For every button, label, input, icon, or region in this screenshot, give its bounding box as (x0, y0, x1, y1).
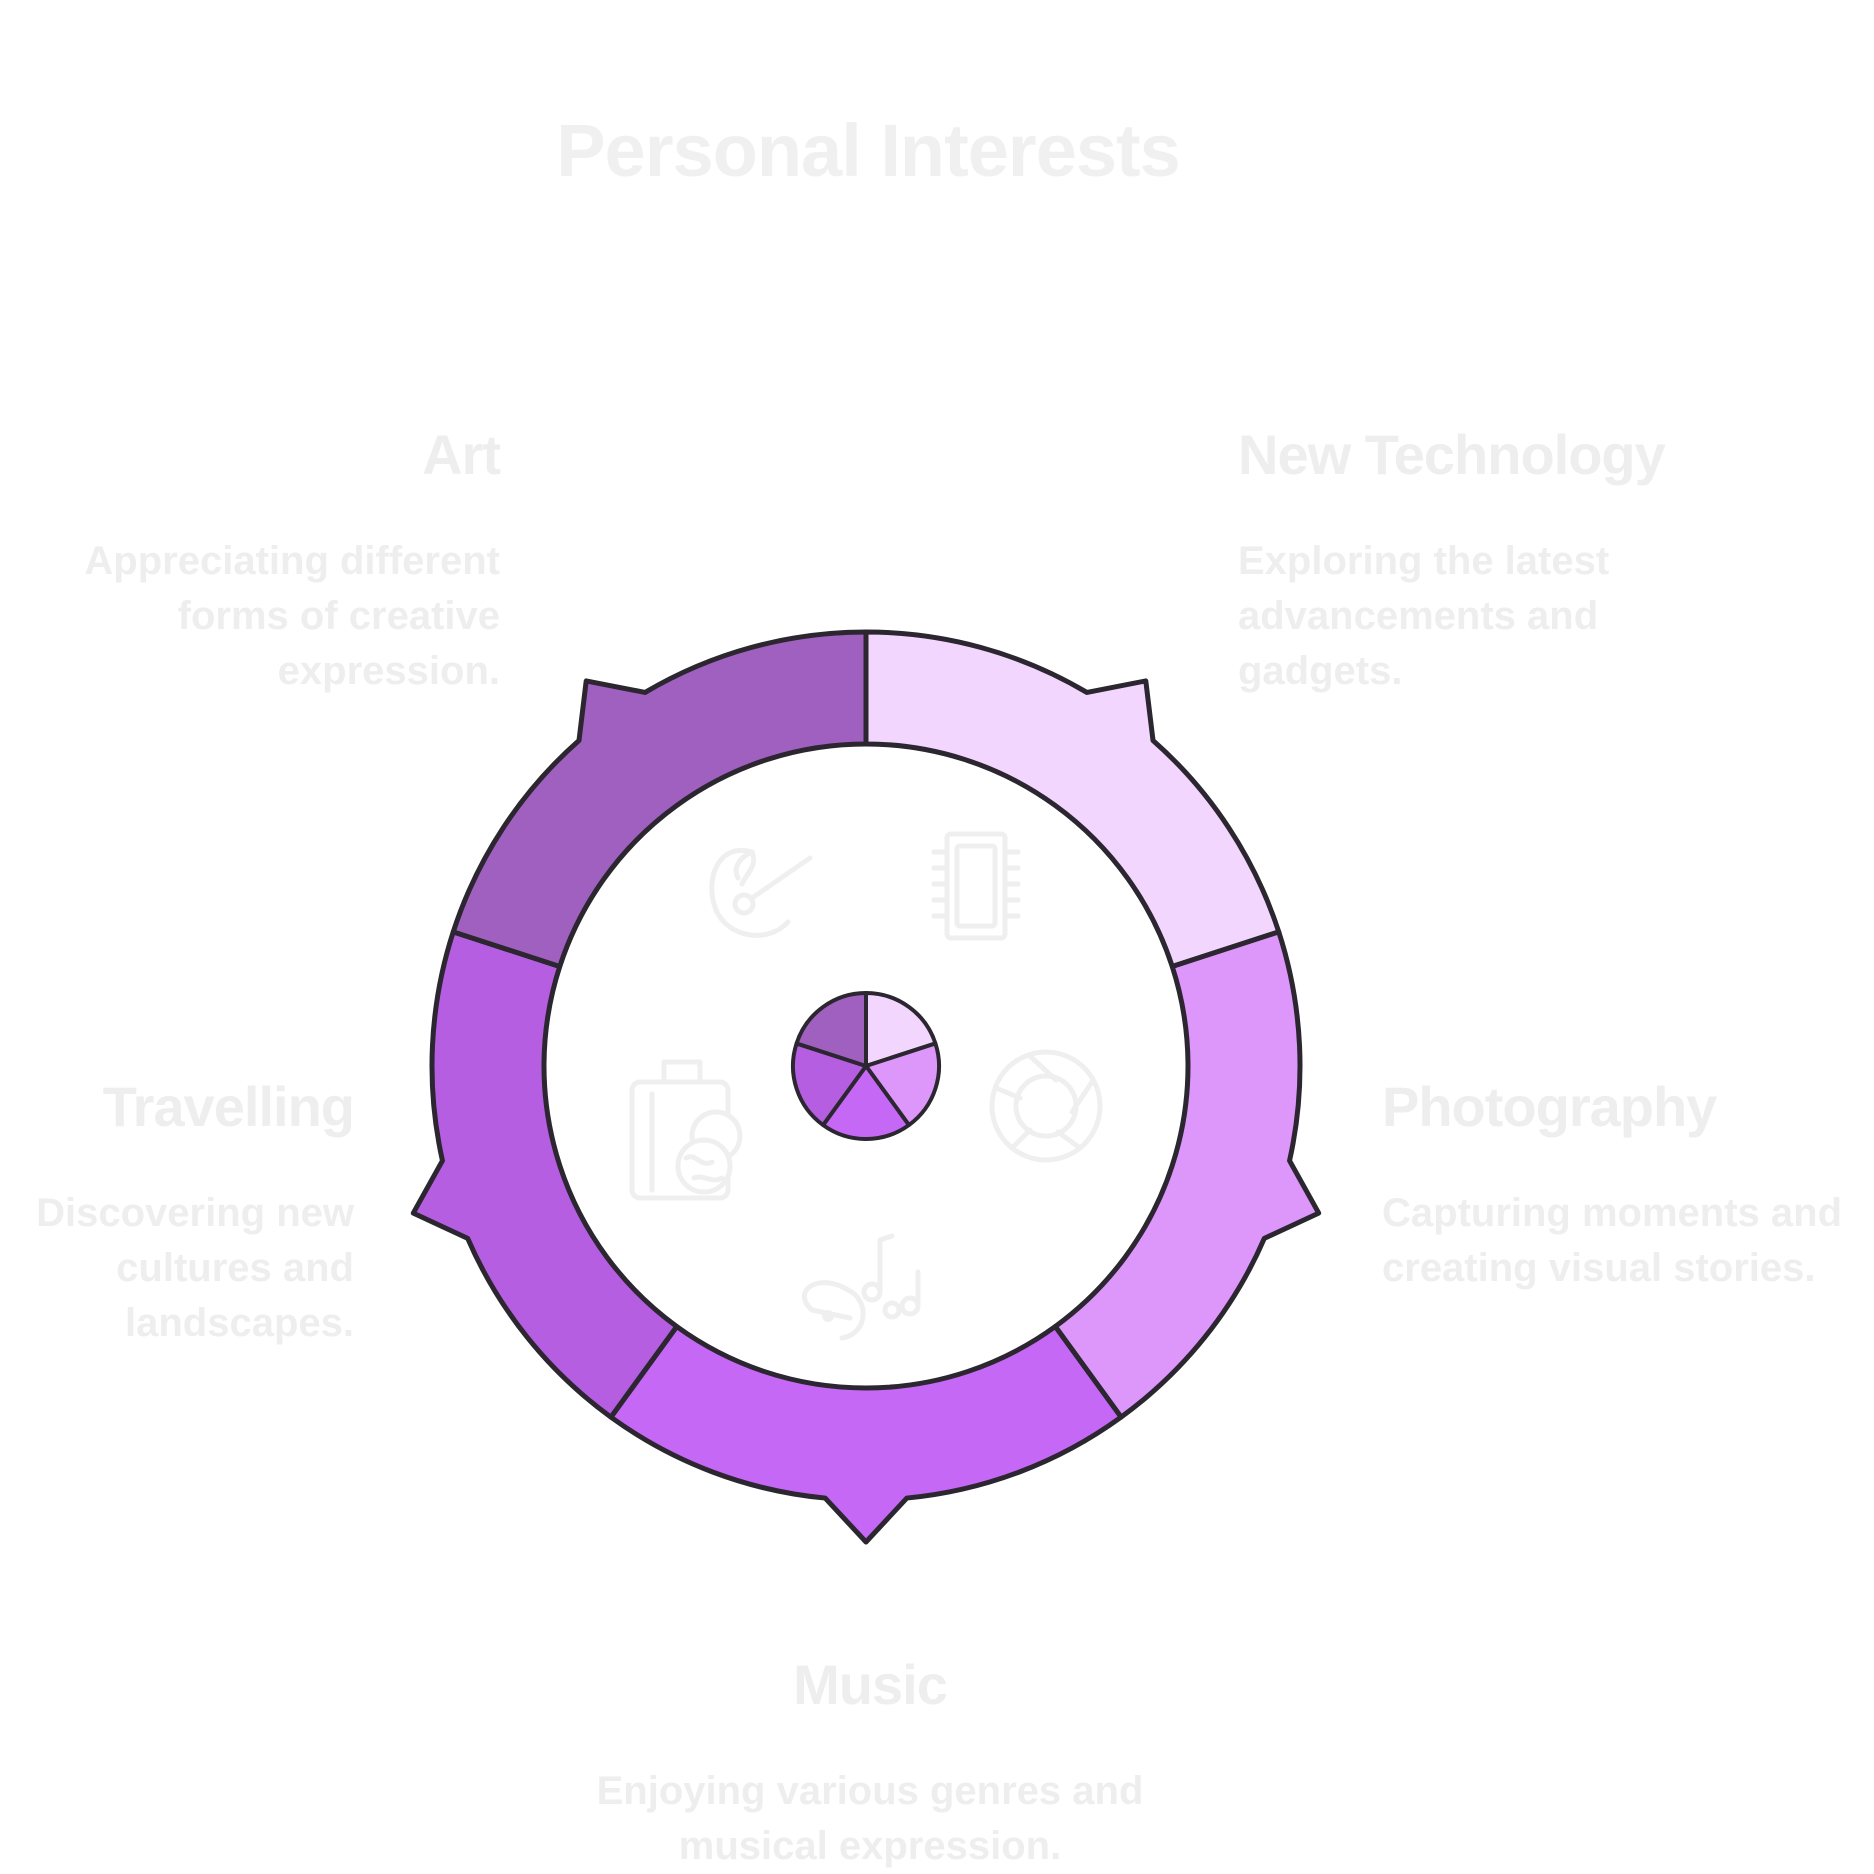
new-technology-block: New Technology Exploring the latest adva… (1238, 422, 1758, 699)
new-technology-description: Exploring the latest advancements and ga… (1238, 539, 1610, 693)
ring-segment-photo (1052, 929, 1322, 1420)
photography-block: Photography Capturing moments and creati… (1382, 1074, 1874, 1296)
music-heading: Music (793, 1653, 948, 1716)
ring-segment-music (608, 1324, 1124, 1545)
palette-brush-icon (709, 847, 813, 938)
suitcase-globe-icon (629, 1059, 743, 1201)
art-heading: Art (422, 423, 501, 486)
travelling-heading: Travelling (102, 1075, 355, 1138)
camera-aperture-icon (989, 1049, 1103, 1163)
diagram-title: Personal Interests (556, 109, 1181, 192)
ring-segment-tech (863, 629, 1282, 969)
art-description: Appreciating different forms of creative… (84, 539, 500, 693)
music-notes-icon (802, 1233, 921, 1341)
travelling-block: Travelling Discovering new cultures and … (0, 1074, 355, 1351)
pie-wedge-travel (791, 1041, 868, 1128)
photography-description: Capturing moments and creating visual st… (1382, 1191, 1843, 1290)
ring-segment-travel (410, 929, 680, 1420)
music-block: Music Enjoying various genres and musica… (560, 1652, 1180, 1874)
art-block: Art Appreciating different forms of crea… (40, 422, 501, 699)
center-pie (791, 991, 941, 1141)
pie-wedge-music (821, 1064, 911, 1141)
ring-segment-art (450, 629, 869, 969)
photography-heading: Photography (1382, 1075, 1717, 1138)
new-technology-heading: New Technology (1238, 423, 1666, 486)
chip-icon (931, 831, 1021, 941)
pie-wedge-photo (864, 1041, 941, 1128)
pie-wedge-art (794, 991, 868, 1068)
ring-segments (410, 629, 1322, 1545)
music-description: Enjoying various genres and musical expr… (596, 1769, 1144, 1868)
travelling-description: Discovering new cultures and landscapes. (36, 1191, 354, 1345)
